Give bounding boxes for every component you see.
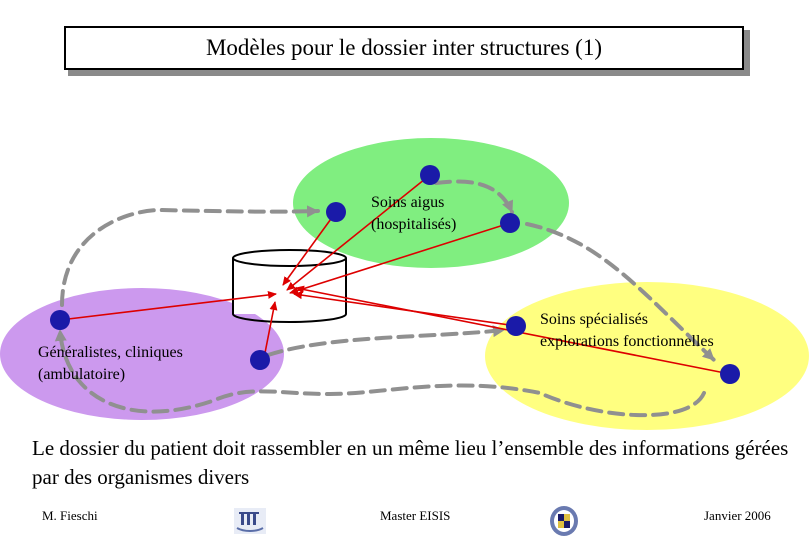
- arrow-acute-left-to-db: [282, 211, 337, 286]
- acute-care-label-text: Soins aigus (hospitalisés): [371, 194, 457, 233]
- node-specialized-right: [720, 364, 740, 384]
- dashed-link-acute-top-right: [434, 179, 514, 214]
- specialized-care-zone: [485, 282, 809, 430]
- page-title: Modèles pour le dossier inter structures…: [64, 26, 744, 70]
- general-care-zone: [0, 288, 284, 420]
- footer-date: Janvier 2006: [704, 508, 771, 523]
- university-crest-icon: [550, 506, 578, 536]
- specialized-care-label: Soins spécialisés explorations fonctionn…: [540, 309, 714, 353]
- specialized-care-label-line1: Soins spécialisés: [540, 311, 648, 328]
- node-general-right: [250, 350, 270, 370]
- dashed-link-acute-specialized: [525, 222, 716, 362]
- footer-course: Master EISIS: [380, 508, 451, 523]
- node-acute-right: [500, 213, 520, 233]
- footer-author: M. Fieschi: [42, 508, 98, 523]
- database-icon: [232, 249, 347, 323]
- dashed-link-general-specialized: [266, 325, 506, 357]
- general-care-label-line1: Généralistes, cliniques: [38, 344, 183, 361]
- acute-care-label: Soins aigus (hospitalisés): [371, 192, 481, 236]
- node-specialized-left: [506, 316, 526, 336]
- dashed-link-specialized-general: [54, 328, 706, 418]
- general-care-label: Généralistes, cliniques (ambulatoire): [38, 342, 183, 386]
- acute-care-zone: [293, 138, 569, 268]
- node-general-left: [50, 310, 70, 330]
- body-text: Le dossier du patient doit rassembler en…: [32, 436, 789, 489]
- node-acute-top: [420, 165, 440, 185]
- arrow-acute-top-to-db: [286, 174, 431, 291]
- node-acute-left: [326, 202, 346, 222]
- general-care-label-line2: (ambulatoire): [38, 366, 126, 383]
- specialized-care-label-line2: explorations fonctionnelles: [540, 333, 714, 350]
- dashed-link-general-acute: [60, 205, 320, 307]
- arrow-general-to-db: [59, 290, 277, 321]
- page-title-text: Modèles pour le dossier inter structures…: [205, 35, 602, 60]
- institution-logo-icon: [234, 508, 266, 534]
- arrow-general-right-to-db: [263, 301, 278, 359]
- arrow-acute-right-to-db: [289, 222, 511, 295]
